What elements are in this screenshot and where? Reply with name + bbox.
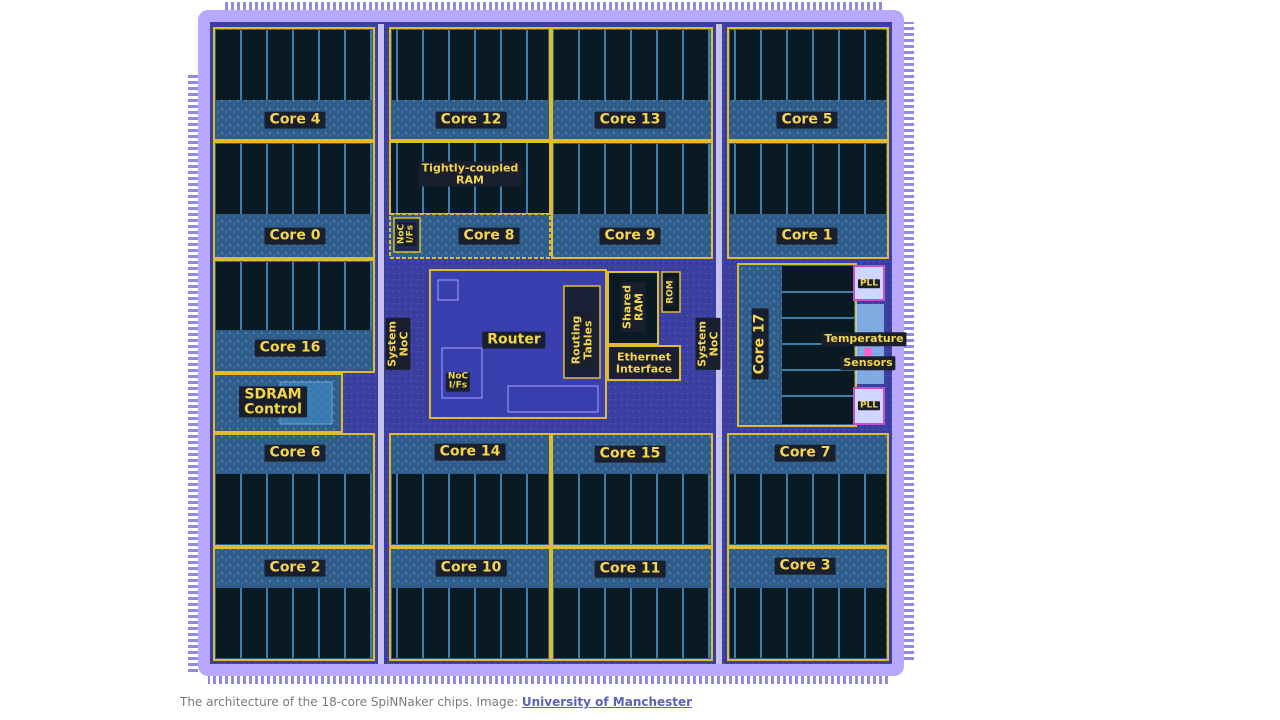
- label-tightly-coupled-ram: Tightly-coupled RAM: [418, 161, 522, 187]
- label-system-noc-right: System NoC: [695, 318, 721, 370]
- chip-die-diagram: [188, 2, 914, 684]
- label-core-1: Core 1: [776, 227, 838, 245]
- label-routing-tables: Routing Tables: [569, 312, 595, 368]
- label-core-4: Core 4: [264, 111, 326, 129]
- pins-right: [902, 22, 914, 662]
- label-shared-ram: Shared RAM: [620, 282, 646, 332]
- label-core-15: Core 15: [594, 445, 666, 463]
- label-sensors: Sensors: [840, 356, 896, 370]
- label-ethernet-interface: Ethernet Interface: [612, 350, 676, 376]
- pins-top: [224, 2, 884, 12]
- label-core-14: Core 14: [434, 443, 506, 461]
- label-pll-bottom: PLL: [857, 400, 881, 411]
- label-pll-top: PLL: [857, 278, 881, 289]
- label-core-13: Core 13: [594, 111, 666, 129]
- label-core-6: Core 6: [264, 444, 326, 462]
- image-caption: The architecture of the 18-core SpiNNake…: [180, 695, 692, 709]
- pins-bottom: [208, 674, 888, 684]
- label-core-2: Core 2: [264, 559, 326, 577]
- label-noc-ifs-mid: NoC I/Fs: [445, 371, 471, 392]
- label-core-5: Core 5: [776, 111, 838, 129]
- caption-source-link[interactable]: University of Manchester: [521, 695, 693, 709]
- label-rom: ROM: [665, 278, 676, 306]
- label-core-9: Core 9: [599, 227, 661, 245]
- label-core-10: Core 10: [435, 559, 507, 577]
- label-noc-ifs-top: NoC I/Fs: [396, 221, 417, 247]
- label-core-7: Core 7: [774, 444, 836, 462]
- label-core-16: Core 16: [254, 339, 326, 357]
- label-core-3: Core 3: [774, 557, 836, 575]
- label-core-17: Core 17: [751, 308, 769, 380]
- label-core-8: Core 8: [458, 227, 520, 245]
- label-core-12: Core 12: [435, 111, 507, 129]
- label-temperature: Temperature: [821, 332, 907, 346]
- caption-text: The architecture of the 18-core SpiNNake…: [180, 695, 522, 709]
- label-system-noc-left: System NoC: [385, 318, 411, 370]
- label-router: Router: [482, 331, 546, 349]
- pins-left: [188, 74, 198, 674]
- label-core-11: Core 11: [594, 560, 666, 578]
- label-core-0: Core 0: [264, 227, 326, 245]
- label-sdram-control: SDRAM Control: [239, 386, 307, 418]
